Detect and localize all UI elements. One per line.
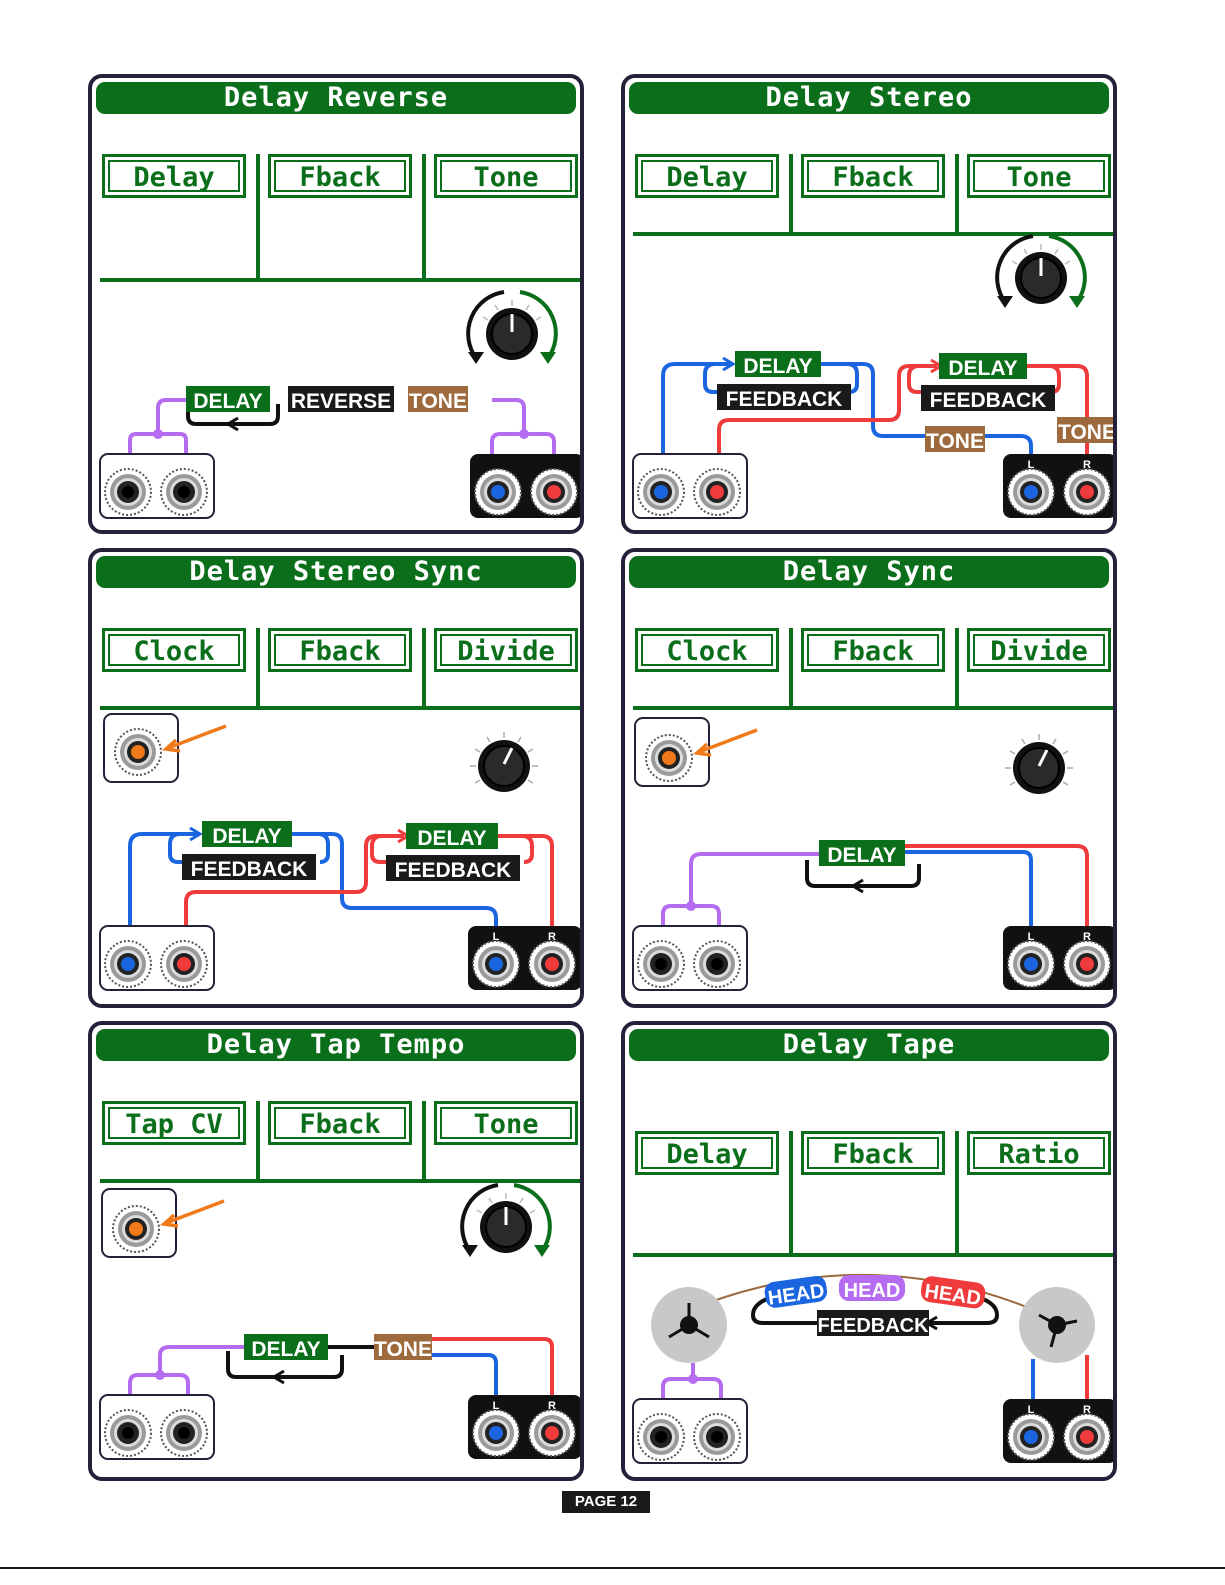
tape-reel-icon xyxy=(1019,1287,1095,1363)
param-divide: Divide xyxy=(434,628,578,672)
head-label: HEAD xyxy=(844,1280,901,1302)
panel-delay-sync: Delay Sync Clock Fback Divide DELAY L R xyxy=(621,548,1117,1008)
clock-jack-icon xyxy=(646,735,692,781)
svg-text:L: L xyxy=(1028,459,1035,471)
feedback-label: FEEDBACK xyxy=(726,388,843,411)
svg-text:L: L xyxy=(1028,1404,1035,1416)
knob-icon xyxy=(460,1183,552,1259)
param-tone: Tone xyxy=(434,154,578,198)
svg-text:R: R xyxy=(1083,1404,1091,1416)
param-grid: Clock Fback Divide xyxy=(633,628,1113,710)
param-fback: Fback xyxy=(268,1101,412,1145)
panel-delay-tape: Delay Tape Delay Fback Ratio HEAD HEAD H… xyxy=(621,1021,1117,1481)
page-number: PAGE 12 xyxy=(562,1491,650,1513)
feedback-label: FEEDBACK xyxy=(191,858,308,881)
panel-title: Delay Stereo Sync xyxy=(96,556,576,588)
param-fback: Fback xyxy=(801,1131,945,1175)
param-delay: Delay xyxy=(635,1131,779,1175)
panel-delay-reverse: Delay Reverse Delay Fback Tone DELAY REV… xyxy=(88,74,584,534)
panel-title: Delay Reverse xyxy=(96,82,576,114)
panel-title: Delay Stereo xyxy=(629,82,1109,114)
svg-text:R: R xyxy=(1083,459,1091,471)
feedback-label: FEEDBACK xyxy=(817,1315,929,1337)
tap-jack-icon xyxy=(113,1206,159,1252)
panel-title: Delay Sync xyxy=(629,556,1109,588)
bottom-rule xyxy=(0,1567,1225,1569)
signal-diagram: DELAY REVERSE TONE xyxy=(99,290,580,519)
tone-label: TONE xyxy=(926,430,984,453)
feedback-label: FEEDBACK xyxy=(930,389,1047,412)
signal-diagram: DELAY L R xyxy=(632,717,1113,991)
svg-text:R: R xyxy=(548,931,556,943)
param-grid: Tap CV Fback Tone xyxy=(100,1101,580,1183)
tone-label: TONE xyxy=(374,1338,432,1361)
signal-diagram: DELAY FEEDBACK DELAY FEEDBACK TONE TONE … xyxy=(632,234,1116,519)
delay-label: DELAY xyxy=(193,390,262,413)
knob-icon xyxy=(995,234,1087,310)
svg-text:R: R xyxy=(1083,931,1091,943)
signal-diagram: DELAY TONE L R xyxy=(99,1183,580,1460)
param-tone: Tone xyxy=(967,154,1111,198)
delay-label: DELAY xyxy=(948,357,1017,380)
panel-title: Delay Tap Tempo xyxy=(96,1029,576,1061)
panel-delay-tap-tempo: Delay Tap Tempo Tap CV Fback Tone DELAY … xyxy=(88,1021,584,1481)
tone-label: TONE xyxy=(409,390,467,413)
param-grid: Delay Fback Tone xyxy=(100,154,580,282)
signal-diagram: DELAY FEEDBACK DELAY FEEDBACK L R xyxy=(99,713,580,991)
param-tone: Tone xyxy=(434,1101,578,1145)
param-ratio: Ratio xyxy=(967,1131,1111,1175)
svg-text:L: L xyxy=(493,1400,500,1412)
reverse-label: REVERSE xyxy=(291,390,391,413)
param-fback: Fback xyxy=(268,154,412,198)
delay-label: DELAY xyxy=(417,827,486,850)
knob-icon xyxy=(1003,732,1075,796)
param-grid: Delay Fback Tone xyxy=(633,154,1113,236)
param-grid: Clock Fback Divide xyxy=(100,628,580,710)
delay-label: DELAY xyxy=(251,1338,320,1361)
clock-jack-icon xyxy=(115,729,161,775)
param-grid: Delay Fback Ratio xyxy=(633,1131,1113,1257)
param-fback: Fback xyxy=(801,628,945,672)
param-fback: Fback xyxy=(801,154,945,198)
panel-delay-stereo: Delay Stereo Delay Fback Tone DELAY FEED… xyxy=(621,74,1117,534)
svg-text:L: L xyxy=(493,931,500,943)
knob-icon xyxy=(468,730,540,794)
delay-label: DELAY xyxy=(743,355,812,378)
param-clock: Clock xyxy=(635,628,779,672)
svg-text:R: R xyxy=(548,1400,556,1412)
knob-icon xyxy=(466,290,558,366)
param-fback: Fback xyxy=(268,628,412,672)
param-tap-cv: Tap CV xyxy=(102,1101,246,1145)
param-delay: Delay xyxy=(102,154,246,198)
tape-reel-icon xyxy=(651,1287,727,1363)
signal-diagram: HEAD HEAD HEAD FEEDBACK L R xyxy=(632,1274,1113,1464)
param-clock: Clock xyxy=(102,628,246,672)
feedback-label: FEEDBACK xyxy=(395,859,512,882)
param-divide: Divide xyxy=(967,628,1111,672)
panel-title: Delay Tape xyxy=(629,1029,1109,1061)
svg-text:L: L xyxy=(1028,931,1035,943)
panel-delay-stereo-sync: Delay Stereo Sync Clock Fback Divide DEL… xyxy=(88,548,584,1008)
tone-label: TONE xyxy=(1058,421,1116,444)
param-delay: Delay xyxy=(635,154,779,198)
delay-label: DELAY xyxy=(827,844,896,867)
delay-label: DELAY xyxy=(212,825,281,848)
